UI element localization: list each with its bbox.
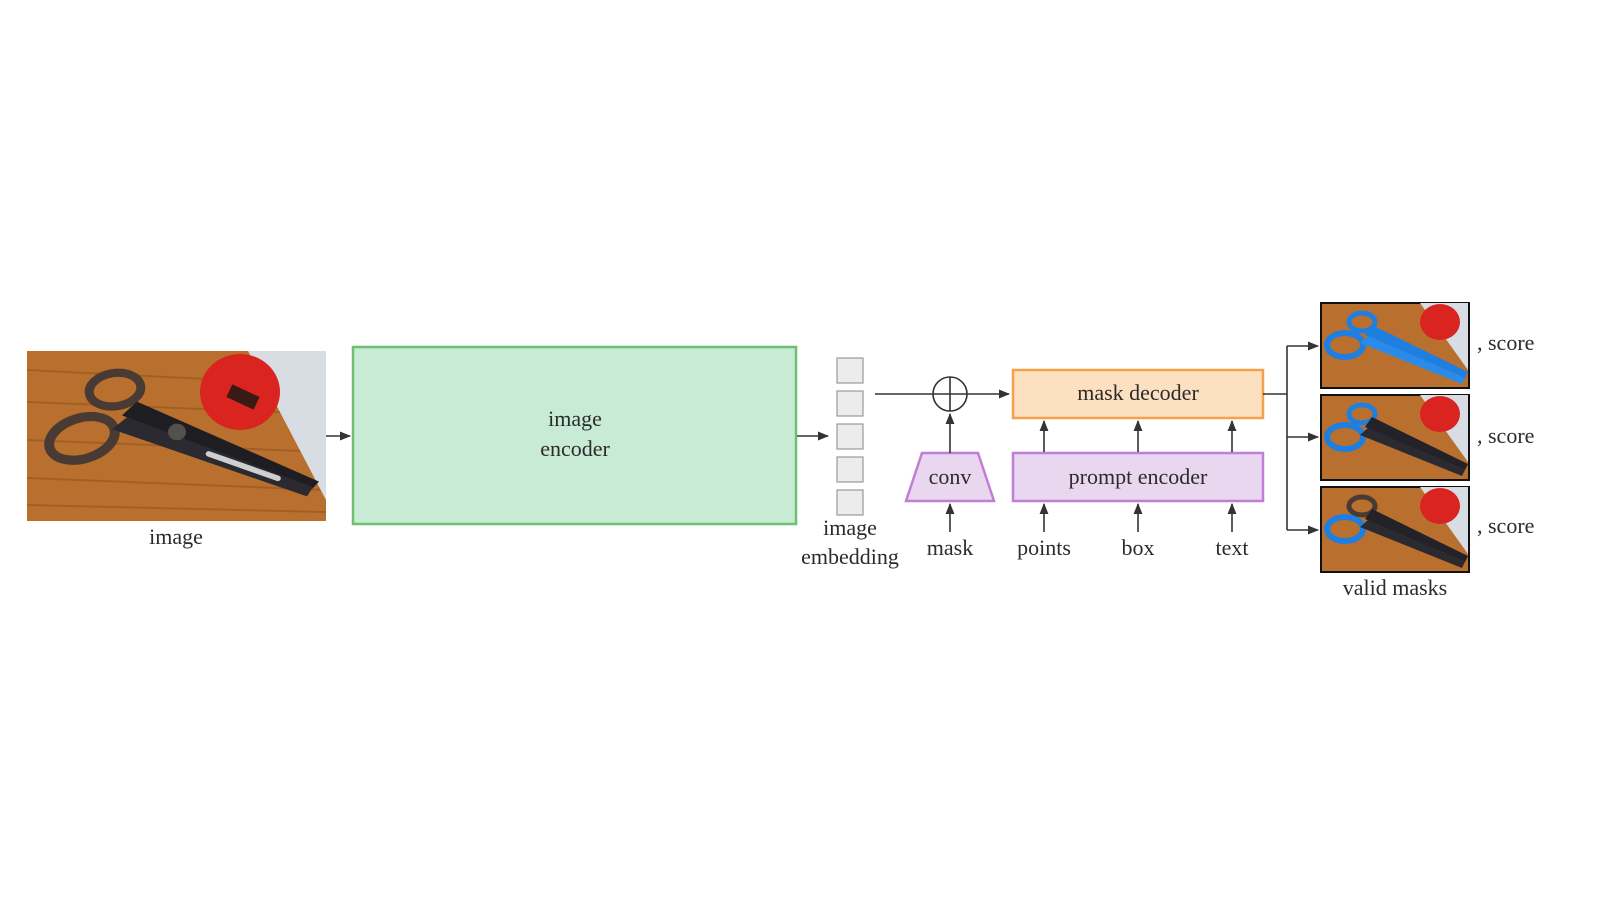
output-score-1: , score [1477,330,1534,355]
image-embedding-label-line1: image [823,515,877,540]
output-mask-1 [1320,302,1470,389]
input-image-label: image [149,524,203,549]
output-branch-connector [1263,341,1320,535]
output-score-2: , score [1477,423,1534,448]
prompt-encoder-label: prompt encoder [1069,464,1208,489]
output-score-3: , score [1477,513,1534,538]
image-encoder-box [351,345,798,526]
valid-masks-caption: valid masks [1343,575,1448,600]
mask-input-label: mask [927,535,973,560]
sum-node-icon [932,376,968,412]
output-mask-3 [1320,486,1470,573]
output-mask-2 [1320,394,1470,481]
mask-decoder-label: mask decoder [1077,380,1199,405]
prompt-encoder-box [1011,451,1265,503]
prompt-box-label: box [1122,535,1155,560]
prompt-text-label: text [1216,535,1249,560]
conv-label: conv [929,464,972,489]
conv-block [904,451,996,503]
image-encoder-label-line2: encoder [540,436,610,461]
image-encoder-label-line1: image [548,406,602,431]
mask-decoder-box [1011,368,1265,420]
input-image [26,351,327,521]
image-embedding-label-line2: embedding [801,544,899,569]
prompt-points-label: points [1017,535,1071,560]
image-embedding-stack [836,357,864,516]
